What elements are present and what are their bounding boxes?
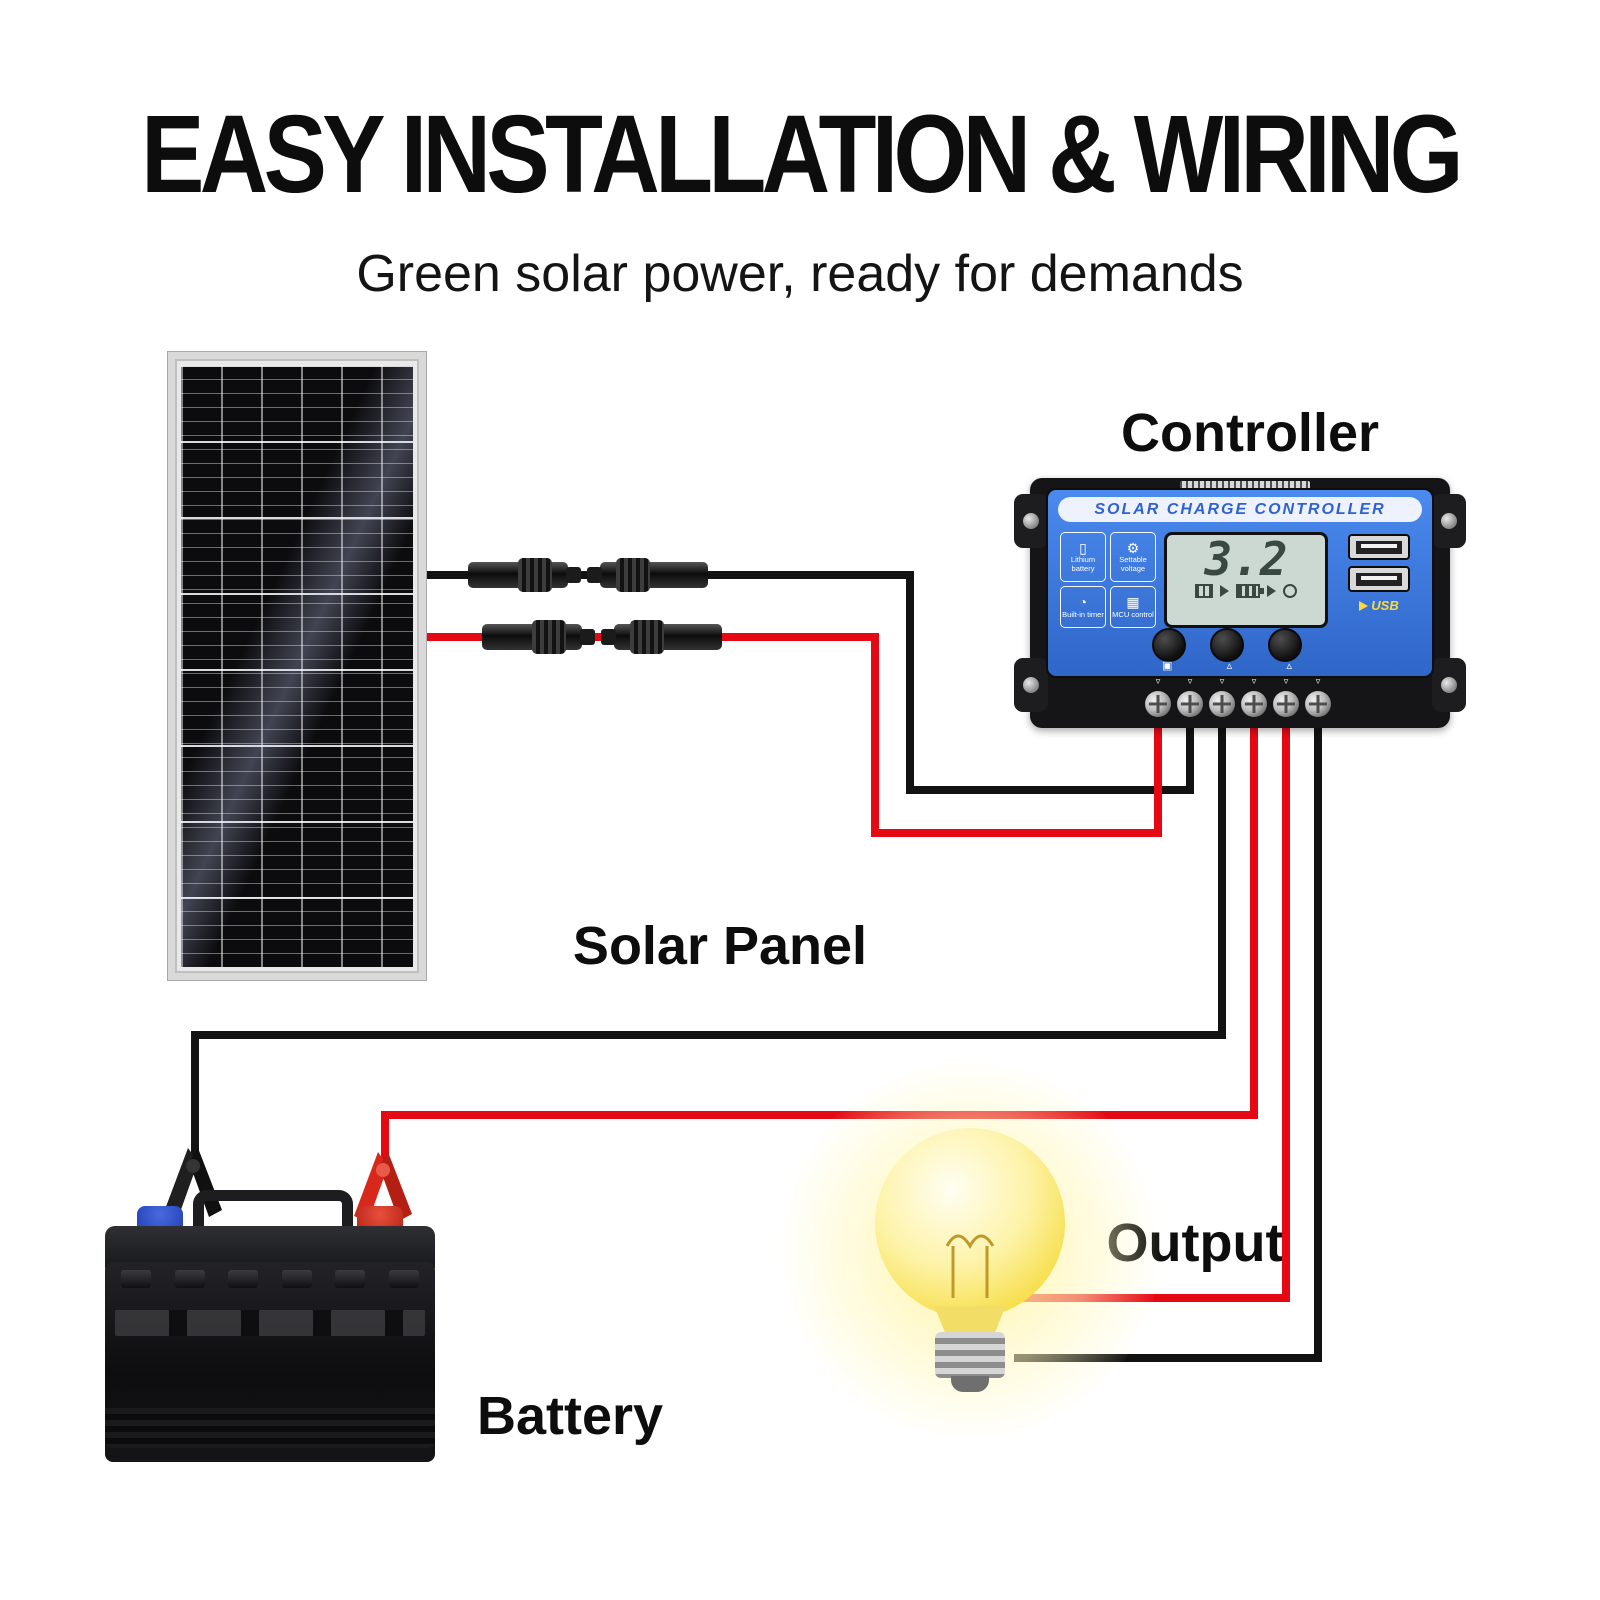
charge-controller: SOLAR CHARGE CONTROLLER ▯ Lithium batter… <box>1014 478 1466 728</box>
usb-port <box>1348 566 1410 592</box>
solar-panel <box>167 351 427 981</box>
controller-buttons <box>1152 628 1302 662</box>
battery <box>105 1190 435 1462</box>
bulb-filament <box>945 1234 995 1298</box>
page-title: EASY INSTALLATION & WIRING <box>141 92 1463 216</box>
battery-level-icon <box>1236 584 1264 599</box>
bulb-screw-base <box>935 1332 1005 1378</box>
vent-cap <box>281 1270 312 1288</box>
battery-handle <box>193 1190 353 1236</box>
wire-battery-positive <box>381 708 1258 1162</box>
page-subtitle: Green solar power, ready for demands <box>356 245 1244 303</box>
feature-voltage: ⚙ Settable voltage <box>1110 532 1156 583</box>
usb-slot-icon <box>1356 540 1402 554</box>
terminal-mark-icon <box>1305 677 1331 686</box>
battery-clamp-red <box>354 1152 412 1222</box>
bulb-contact-tip <box>951 1376 989 1392</box>
down-button <box>1268 628 1302 662</box>
mounting-ear <box>1432 494 1466 548</box>
button-marks <box>1152 661 1302 672</box>
bulb-globe <box>875 1128 1065 1318</box>
light-bulb <box>875 1128 1065 1394</box>
lcd-value: 3.2 <box>1204 532 1288 586</box>
arrow-icon <box>1220 585 1229 598</box>
terminal-mark-icon <box>1241 677 1267 686</box>
mounting-ear <box>1432 658 1466 712</box>
lcd-status-icons <box>1195 584 1297 599</box>
arrow-icon <box>1267 585 1276 598</box>
usb-label: USB <box>1359 598 1399 613</box>
feature-grid: ▯ Lithium battery ⚙ Settable voltage ◔ B… <box>1060 532 1156 628</box>
usb-port <box>1348 534 1410 560</box>
controller-label: Controller <box>1120 403 1379 463</box>
battery-ridges <box>105 1408 435 1448</box>
battery-icon: ▯ <box>1079 539 1087 556</box>
down-icon <box>1286 661 1292 672</box>
connector-tip <box>587 567 602 583</box>
battery-label-strip <box>115 1310 425 1336</box>
connector-nut <box>616 558 650 592</box>
vent-cap <box>388 1270 419 1288</box>
terminal-mark-icon <box>1177 677 1203 686</box>
feature-timer: ◔ Built-in timer <box>1060 586 1106 628</box>
terminal-mark-icon <box>1209 677 1235 686</box>
connector-nut <box>630 620 664 654</box>
menu-button <box>1152 628 1186 662</box>
usb-slot-icon <box>1356 572 1402 586</box>
screw-icon <box>1023 677 1039 693</box>
controller-face: SOLAR CHARGE CONTROLLER ▯ Lithium batter… <box>1046 488 1434 678</box>
terminal-screw-battery-positive <box>1241 691 1267 717</box>
vent-cap <box>228 1270 259 1288</box>
feature-lithium: ▯ Lithium battery <box>1060 532 1106 583</box>
feature-mcu: ▦ MCU control <box>1110 586 1156 628</box>
screw-icon <box>1441 513 1457 529</box>
solar-cells <box>181 365 413 967</box>
arrow-icon <box>1359 600 1369 611</box>
solar-panel-label: Solar Panel <box>572 916 868 976</box>
mc4-connector <box>468 558 581 592</box>
terminal-screw-load-positive <box>1273 691 1299 717</box>
mc4-connector <box>601 620 722 654</box>
battery-body <box>105 1262 435 1462</box>
connector-tip <box>601 629 616 645</box>
terminal-mark-icon <box>1273 677 1299 686</box>
load-icon <box>1283 584 1297 599</box>
vent-cap <box>174 1270 205 1288</box>
panel-icon <box>1195 584 1213 599</box>
lcd-display: 3.2 <box>1164 532 1328 628</box>
battery-lid <box>105 1226 435 1268</box>
battery-label: Battery <box>476 1386 664 1446</box>
mounting-ear <box>1014 494 1048 548</box>
terminal-screw-pv-negative <box>1177 691 1203 717</box>
wire-panel-negative <box>420 571 1194 794</box>
connector-nut <box>532 620 566 654</box>
terminal-screw-pv-positive <box>1145 691 1171 717</box>
connector-tip <box>566 567 581 583</box>
mc4-connector <box>587 558 708 592</box>
mc4-connector <box>482 620 595 654</box>
vent-cap <box>121 1270 151 1288</box>
timer-icon: ◔ <box>1078 594 1088 611</box>
bulb-neck <box>934 1306 1006 1334</box>
connector-tip <box>580 629 595 645</box>
up-button <box>1210 628 1244 662</box>
screw-icon <box>1441 677 1457 693</box>
up-icon <box>1227 661 1233 672</box>
wire-panel-positive <box>420 633 1162 837</box>
screw-icon <box>1023 513 1039 529</box>
terminal-screw-load-negative <box>1305 691 1331 717</box>
vent-cap <box>335 1270 366 1288</box>
chip-icon: ▦ <box>1126 594 1140 611</box>
controller-title: SOLAR CHARGE CONTROLLER <box>1058 497 1422 522</box>
wire-battery-negative <box>191 708 1226 1158</box>
gear-icon: ⚙ <box>1126 539 1140 556</box>
terminal-screw-battery-negative <box>1209 691 1235 717</box>
mounting-ear <box>1014 658 1048 712</box>
connector-nut <box>518 558 552 592</box>
menu-icon <box>1162 661 1172 672</box>
terminal-mark-icon <box>1145 677 1171 686</box>
usb-section: USB <box>1336 532 1422 628</box>
battery-vent-caps <box>121 1270 419 1288</box>
